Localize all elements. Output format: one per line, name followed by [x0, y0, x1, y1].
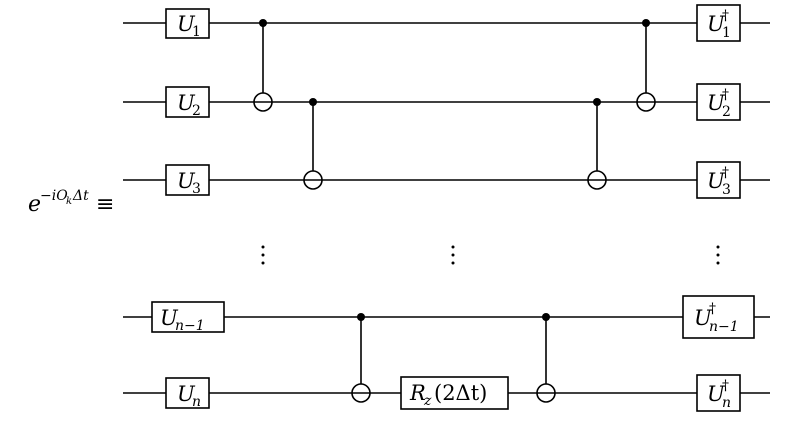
gate-u2-dagger: U † 2 [696, 83, 741, 121]
control-dot [357, 313, 365, 321]
svg-text:1: 1 [722, 25, 731, 41]
svg-text:†: † [709, 301, 716, 317]
cnot-gate [587, 98, 607, 190]
svg-text:n: n [722, 395, 731, 411]
svg-text:U: U [707, 91, 726, 115]
svg-text:n−1: n−1 [709, 319, 739, 335]
svg-text:U: U [177, 382, 196, 406]
svg-text:Δt: Δt [72, 188, 89, 204]
cnot-gate [253, 19, 273, 112]
gate-u1-dagger: U † 1 [696, 4, 741, 42]
gate-u2: U 2 [165, 86, 210, 119]
svg-text:1: 1 [192, 24, 201, 40]
svg-text:U: U [707, 12, 726, 36]
gate-u-n: U n [165, 377, 210, 410]
svg-text:U: U [694, 306, 713, 330]
svg-text:z: z [423, 393, 432, 409]
control-dot [593, 98, 601, 106]
gate-u-n-1-dagger: U † n−1 [682, 295, 755, 339]
gate-u3-dagger: U † 3 [696, 161, 741, 199]
gate-u3: U 3 [165, 164, 210, 197]
svg-text:U: U [177, 169, 196, 193]
svg-text:U: U [707, 169, 726, 193]
gate-u-n-1: U n−1 [151, 301, 225, 334]
svg-text:U: U [707, 382, 726, 406]
svg-text:3: 3 [722, 182, 731, 198]
vertical-ellipsis [451, 245, 455, 265]
control-dot [542, 313, 550, 321]
vertical-ellipsis [261, 245, 265, 265]
svg-text:e: e [28, 192, 41, 217]
cnot-gate [351, 313, 371, 403]
gate-u1: U 1 [165, 8, 210, 40]
svg-text:(2Δt): (2Δt) [434, 381, 487, 405]
svg-text:n: n [192, 394, 201, 410]
svg-text:2: 2 [192, 103, 201, 119]
svg-text:n−1: n−1 [175, 318, 205, 334]
cnot-gate [303, 98, 323, 190]
cnot-gate [636, 19, 656, 112]
vertical-ellipsis [716, 245, 720, 265]
svg-text:R: R [409, 381, 426, 405]
svg-text:†: † [722, 165, 729, 181]
cnot-gate [536, 313, 556, 403]
control-dot [642, 19, 650, 27]
control-dot [309, 98, 317, 106]
svg-text:†: † [722, 87, 729, 103]
svg-text:†: † [722, 8, 729, 24]
svg-text:≡: ≡ [96, 192, 114, 217]
lhs-expression: e −iO k Δt ≡ [28, 188, 114, 217]
svg-text:U: U [160, 306, 179, 330]
svg-text:U: U [177, 91, 196, 115]
svg-text:3: 3 [192, 181, 201, 197]
svg-text:−iO: −iO [40, 188, 68, 204]
gate-rz: R z (2Δt) [400, 376, 509, 410]
svg-text:U: U [177, 12, 196, 36]
gate-u-n-dagger: U † n [696, 374, 741, 412]
svg-text:2: 2 [722, 104, 731, 120]
svg-text:k: k [66, 196, 72, 207]
svg-text:†: † [722, 378, 729, 394]
control-dot [259, 19, 267, 27]
